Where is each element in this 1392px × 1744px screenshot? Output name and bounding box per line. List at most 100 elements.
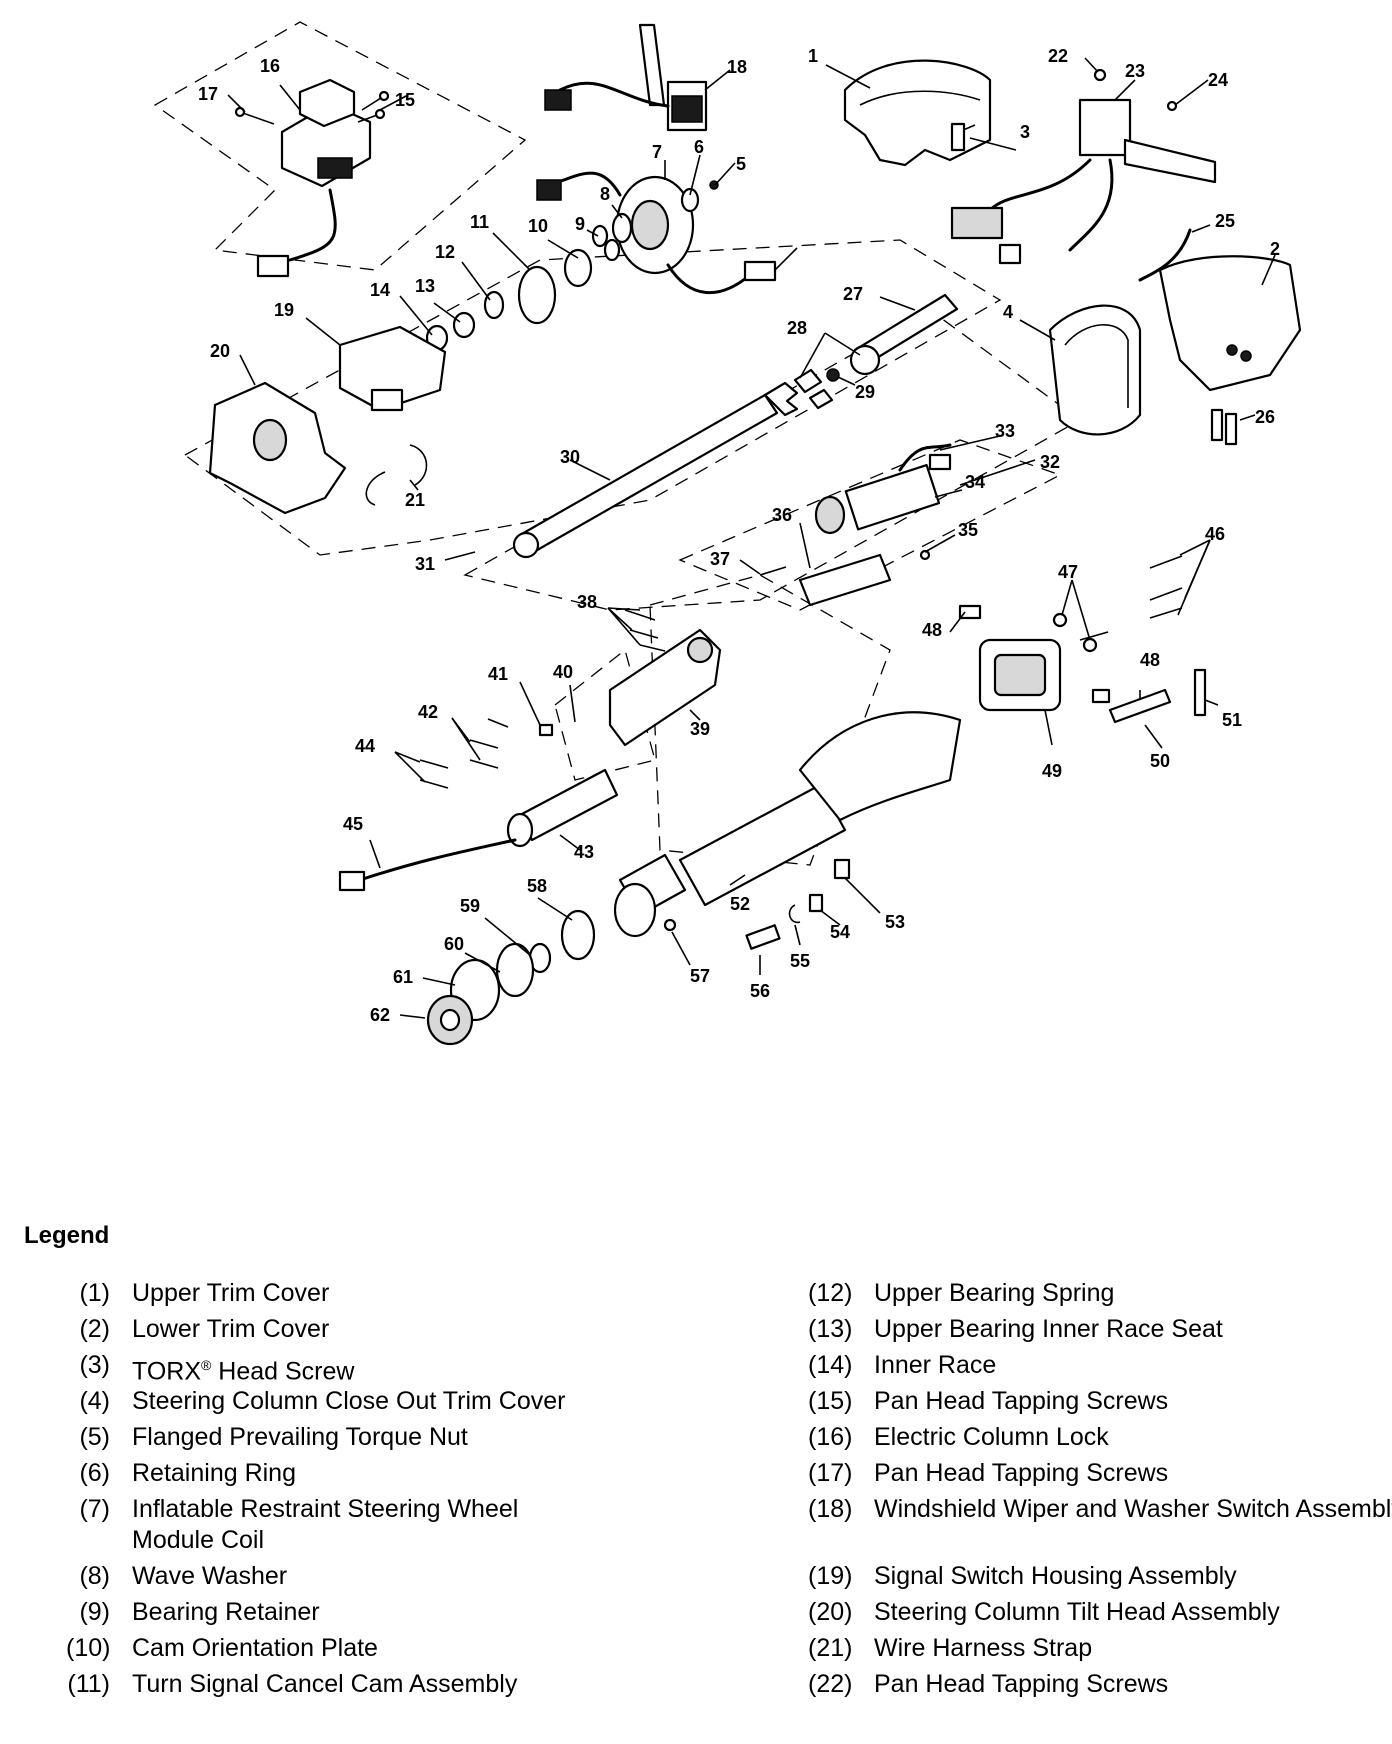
bearing-stack-parts	[425, 238, 621, 352]
legend-item: (13) Upper Bearing Inner Race Seat	[808, 1314, 1392, 1345]
legend-item-name: Flanged Prevailing Torque Nut	[132, 1423, 468, 1451]
leader-lines	[227, 57, 1276, 1019]
legend-item-name: Upper Trim Cover	[132, 1279, 330, 1307]
callout-31: 31	[415, 554, 435, 574]
callout-52: 52	[730, 894, 750, 914]
callout-32: 32	[1040, 452, 1060, 472]
tilt-housing-part	[958, 555, 1207, 724]
legend-item-number: (10)	[66, 1634, 111, 1662]
electric-column-lock-part	[234, 78, 390, 278]
exploded-steering-column-diagram: 1 2 3 4 5 6 7 8 9 10 11 12 13 14 15 16 1…	[153, 21, 1302, 1046]
legend-item: (12)Upper Bearing Spring	[808, 1278, 1392, 1309]
callout-57: 57	[690, 966, 710, 986]
callout-2: 2	[1270, 239, 1280, 259]
callout-29: 29	[855, 382, 875, 402]
steering-shaft-part	[512, 381, 799, 559]
legend-item: (10)Cam Orientation Plate	[66, 1633, 602, 1664]
legend-item: (3)TORX® Head Screw	[66, 1350, 602, 1387]
legend-item-name: Wave Washer	[132, 1562, 288, 1590]
callout-42: 42	[418, 702, 438, 722]
callout-25: 25	[1215, 211, 1235, 231]
legend-item: (19)Signal Switch Housing Assembly	[808, 1561, 1392, 1592]
legend-item-number: (22)	[808, 1670, 853, 1698]
legend-item-name: Windshield Wiper and Washer Switch Assem…	[874, 1495, 1392, 1523]
callout-51: 51	[1222, 710, 1242, 730]
callout-5: 5	[736, 154, 746, 174]
legend-item-number: (20)	[808, 1598, 853, 1626]
callout-26: 26	[1255, 407, 1275, 427]
legend-item-name: Wire Harness Strap	[874, 1634, 1093, 1662]
callout-16: 16	[260, 56, 280, 76]
legend-item-number: (8)	[79, 1562, 110, 1590]
callout-49: 49	[1042, 761, 1062, 781]
callout-35: 35	[958, 520, 978, 540]
legend-item-name: Turn Signal Cancel Cam Assembly	[132, 1670, 518, 1698]
legend-item: (18) Windshield Wiper and Washer Switch A…	[808, 1494, 1392, 1525]
legend-item: (4) Steering Column Close Out Trim Cover	[66, 1386, 602, 1417]
legend-item: (21) Wire Harness Strap	[808, 1633, 1392, 1664]
callout-17: 17	[198, 84, 218, 104]
callout-56: 56	[750, 981, 770, 1001]
legend-title: Legend	[24, 1222, 110, 1249]
callout-48b: 48	[1140, 650, 1160, 670]
callout-19: 19	[274, 300, 294, 320]
callout-12: 12	[435, 242, 455, 262]
callout-37: 37	[710, 549, 730, 569]
tilt-motor-assembly-part	[759, 443, 952, 607]
legend-item-name: Pan Head Tapping Screws	[874, 1459, 1169, 1487]
legend-item-number: (13)	[808, 1315, 853, 1343]
legend-item-number: (11)	[67, 1670, 110, 1698]
legend-item-number: (17)	[808, 1459, 853, 1487]
legend-item-number: (3)	[79, 1351, 110, 1379]
legend-item-number: (5)	[79, 1423, 110, 1451]
callout-8: 8	[600, 184, 610, 204]
legend-item-number: (12)	[808, 1279, 853, 1307]
legend-item-number: (1)	[79, 1279, 110, 1307]
callout-50: 50	[1150, 751, 1170, 771]
callout-41: 41	[488, 664, 508, 684]
legend-item: (5) Flanged Prevailing Torque Nut	[66, 1422, 602, 1453]
legend-item-name: Pan Head Tapping Screws	[874, 1670, 1169, 1698]
callout-55: 55	[790, 951, 810, 971]
callout-60: 60	[444, 934, 464, 954]
callout-22: 22	[1048, 46, 1068, 66]
legend-item-name: Steering Column Close Out Trim Cover	[132, 1387, 566, 1415]
legend-item: (16)Electric Column Lock	[808, 1422, 1392, 1453]
legend-item-number: (18)	[808, 1495, 853, 1523]
legend-item: (6)Retaining Ring	[66, 1458, 602, 1489]
legend-item-number: (21)	[808, 1634, 853, 1662]
legend-item-name: Bearing Retainer	[132, 1598, 320, 1626]
multifunction-switch-part	[950, 68, 1217, 282]
callout-3: 3	[1020, 122, 1030, 142]
callout-44: 44	[355, 736, 375, 756]
legend-item-number: (6)	[79, 1459, 110, 1487]
legend-item-number: (9)	[79, 1598, 110, 1626]
legend-item-number: (16)	[808, 1423, 853, 1451]
legend-item-name: Pan Head Tapping Screws	[874, 1387, 1169, 1415]
legend-item-name: Signal Switch Housing Assembly	[874, 1562, 1237, 1590]
legend-item-number: (15)	[808, 1387, 853, 1415]
callout-7: 7	[652, 142, 662, 162]
callout-34: 34	[965, 472, 985, 492]
legend-item: (15) Pan Head Tapping Screws	[808, 1386, 1392, 1417]
legend-item: (17) Pan Head Tapping Screws	[808, 1458, 1392, 1489]
callout-27: 27	[843, 284, 863, 304]
legend-item: (7)Inflatable Restraint Steering Wheel M…	[66, 1494, 602, 1556]
callout-46: 46	[1205, 524, 1225, 544]
legend-item-number: (4)	[79, 1387, 110, 1415]
upper-trim-cover-part	[843, 59, 992, 167]
wiper-switch-part	[544, 23, 708, 132]
callout-39: 39	[690, 719, 710, 739]
close-out-trim-part	[1048, 304, 1142, 436]
column-jacket-part	[613, 711, 962, 938]
legend-item-name: Upper Bearing Inner Race Seat	[874, 1315, 1223, 1343]
legend-item-name: Inflatable Restraint Steering Wheel Modu…	[132, 1495, 519, 1554]
callout-20: 20	[210, 341, 230, 361]
bracket-part	[608, 609, 722, 747]
callout-40: 40	[553, 662, 573, 682]
callout-38: 38	[577, 592, 597, 612]
lower-bearing-parts	[426, 858, 851, 1046]
legend-item-number: (2)	[79, 1315, 110, 1343]
module-coil-part	[536, 171, 798, 295]
legend-item: (22) Pan Head Tapping Screws	[808, 1669, 1392, 1700]
